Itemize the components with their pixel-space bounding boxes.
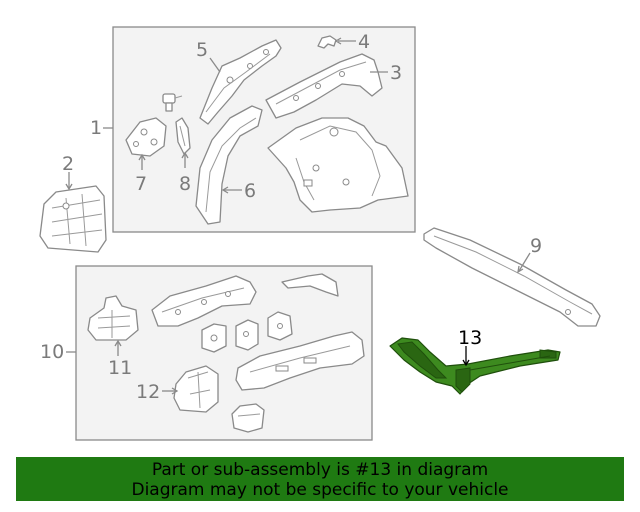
lower-side-member[interactable] bbox=[235, 331, 365, 391]
info-banner: Part or sub-assembly is #13 in diagram D… bbox=[16, 457, 624, 501]
callout-6[interactable]: 6 bbox=[244, 180, 256, 202]
callout-1[interactable]: 1 bbox=[90, 117, 102, 139]
parts-diagram: 1 5 4 3 7 bbox=[39, 26, 601, 441]
callout-12[interactable]: 12 bbox=[136, 381, 160, 403]
part-8-plate[interactable] bbox=[175, 117, 191, 155]
banner-line-2: Diagram may not be specific to your vehi… bbox=[131, 480, 509, 500]
part-2-bracket[interactable] bbox=[39, 185, 107, 253]
callout-2[interactable]: 2 bbox=[62, 153, 74, 175]
part-7-bracket[interactable] bbox=[125, 117, 167, 157]
inner-fender-panel[interactable] bbox=[267, 117, 409, 213]
member-extension[interactable] bbox=[281, 273, 339, 297]
callout-7[interactable]: 7 bbox=[135, 173, 147, 195]
part-9-rail[interactable] bbox=[423, 227, 601, 327]
front-side-member[interactable] bbox=[151, 275, 257, 327]
part-3-apron-upper-member[interactable] bbox=[265, 53, 383, 119]
part-5-reinforcement[interactable] bbox=[199, 39, 282, 125]
part-6-wheelhouse[interactable] bbox=[195, 105, 263, 225]
small-bracket-b[interactable] bbox=[235, 319, 259, 351]
part-4-clip[interactable] bbox=[317, 35, 337, 49]
part-13-highlighted[interactable] bbox=[389, 337, 561, 395]
part-12-bracket[interactable] bbox=[173, 365, 219, 413]
banner-line-1: Part or sub-assembly is #13 in diagram bbox=[151, 460, 489, 480]
callout-5[interactable]: 5 bbox=[196, 39, 208, 61]
callout-11[interactable]: 11 bbox=[108, 357, 132, 379]
callout-10[interactable]: 10 bbox=[40, 341, 64, 363]
small-bracket-d[interactable] bbox=[231, 403, 265, 433]
bolt[interactable] bbox=[162, 93, 183, 112]
part-11-bracket[interactable] bbox=[87, 295, 139, 341]
small-bracket-c[interactable] bbox=[267, 311, 293, 341]
small-bracket-a[interactable] bbox=[201, 323, 227, 353]
callout-9[interactable]: 9 bbox=[530, 235, 542, 257]
callout-8[interactable]: 8 bbox=[179, 173, 191, 195]
callout-4[interactable]: 4 bbox=[358, 31, 370, 53]
callout-13[interactable]: 13 bbox=[458, 327, 482, 349]
callout-3[interactable]: 3 bbox=[390, 62, 402, 84]
